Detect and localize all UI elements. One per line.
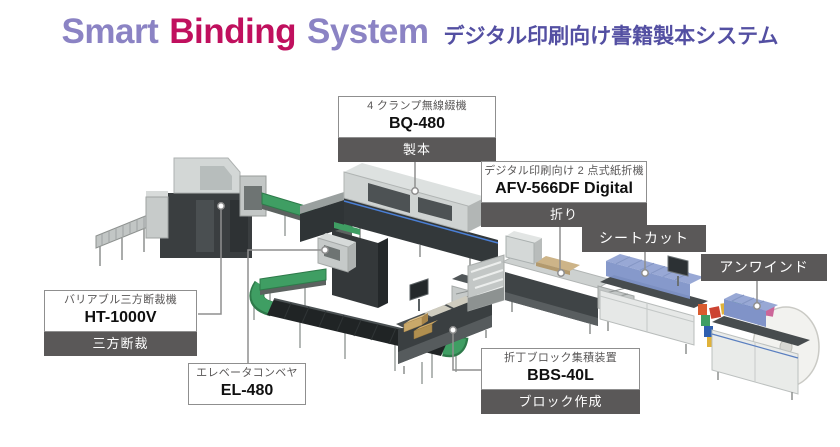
- callout-sheetcut: シートカット: [582, 225, 706, 252]
- machine-model: BBS-40L: [527, 366, 594, 384]
- machine-model: AFV-566DF Digital: [495, 179, 633, 197]
- title-word-smart: Smart: [61, 12, 159, 51]
- callout-afv566df: デジタル印刷向け 2 点式紙折機 AFV-566DF Digital 折り: [481, 161, 647, 228]
- callout-connectors: [198, 151, 758, 371]
- title-word-system: System: [306, 12, 429, 51]
- callout-panel: 折丁ブロック集積装置 BBS-40L: [481, 348, 640, 391]
- machine-category: 折丁ブロック集積装置: [504, 352, 617, 364]
- machine-category: エレベータコンベヤ: [196, 367, 298, 379]
- title-word-binding: Binding: [169, 12, 296, 51]
- machine-category: デジタル印刷向け 2 点式紙折機: [484, 165, 644, 177]
- callout-unwind: アンワインド: [701, 254, 827, 281]
- machine-model: EL-480: [220, 381, 274, 399]
- title-subtitle: デジタル印刷向け書籍製本システム: [443, 25, 779, 48]
- machine-model: HT-1000V: [84, 308, 157, 326]
- machine-category: バリアブル三方断裁機: [64, 294, 177, 306]
- callout-el480: エレベータコンベヤ EL-480: [188, 363, 306, 406]
- process-label: 製本: [338, 138, 496, 163]
- machine-ht1000v-group: [95, 157, 267, 266]
- callout-panel: エレベータコンベヤ EL-480: [188, 363, 306, 406]
- callout-ht1000v: バリアブル三方断裁機 HT-1000V 三方断裁: [44, 290, 197, 357]
- page-title: Smart Binding System デジタル印刷向け書籍製本システム: [0, 12, 840, 52]
- process-label: 三方断裁: [44, 332, 197, 357]
- process-label: アンワインド: [701, 254, 827, 281]
- machine-sheetcutter-group: [599, 254, 716, 354]
- callout-bq480: 4 クランプ無線綴機 BQ-480 製本: [338, 96, 496, 163]
- machine-unwinder-group: [709, 293, 820, 400]
- machine-bq480-group: [300, 163, 499, 319]
- callout-panel: デジタル印刷向け 2 点式紙折機 AFV-566DF Digital: [481, 161, 647, 204]
- machine-category: 4 クランプ無線綴機: [367, 100, 467, 112]
- callout-bbs40l: 折丁ブロック集積装置 BBS-40L ブロック作成: [481, 348, 640, 415]
- callout-panel: 4 クランプ無線綴機 BQ-480: [338, 96, 496, 139]
- callout-anchor-dots: [217, 187, 761, 334]
- process-label: シートカット: [582, 225, 706, 252]
- process-label: 折り: [481, 203, 647, 228]
- process-label: ブロック作成: [481, 390, 640, 415]
- callout-panel: バリアブル三方断裁機 HT-1000V: [44, 290, 197, 333]
- machine-model: BQ-480: [388, 114, 446, 132]
